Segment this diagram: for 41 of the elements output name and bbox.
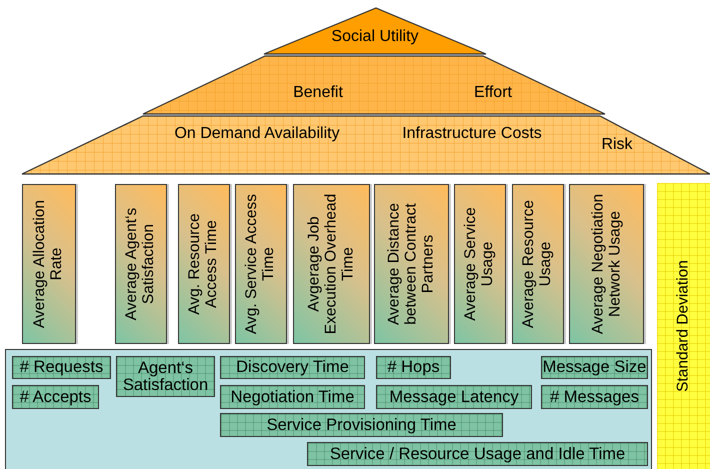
roof-band bbox=[143, 56, 605, 115]
metric-box: Agent‘s Satisfaction bbox=[116, 356, 215, 397]
metric-pillar bbox=[178, 184, 230, 344]
metric-box: Message Latency bbox=[376, 385, 532, 409]
metric-box: Discovery Time bbox=[220, 356, 365, 379]
roof-label: Effort bbox=[473, 84, 513, 102]
pillar-label: Average Resource Usage bbox=[519, 198, 555, 330]
metric-pillar bbox=[235, 184, 287, 344]
metric-pillar bbox=[374, 184, 449, 344]
pillar-label: Average Negotiation Network Usage bbox=[588, 192, 624, 336]
metric-box: Service / Resource Usage and Idle Time bbox=[307, 442, 648, 466]
roof-band bbox=[22, 116, 710, 175]
metric-pillar bbox=[569, 184, 644, 344]
metric-pillar bbox=[22, 184, 76, 344]
roof-label: Benefit bbox=[292, 84, 344, 102]
deviation-column bbox=[657, 183, 710, 469]
roof-label: Social Utility bbox=[330, 28, 420, 46]
metric-box: # Hops bbox=[376, 356, 451, 379]
metrics-panel bbox=[5, 349, 652, 469]
metric-box: Negotiation Time bbox=[220, 385, 365, 409]
pillar-label: Standard Deviation bbox=[673, 259, 692, 394]
roof-triangle bbox=[264, 8, 486, 55]
pillar-label: Average Service Usage bbox=[461, 206, 497, 323]
pillar-label: Avg. Service Access Time bbox=[242, 192, 278, 336]
roof-label: Risk bbox=[600, 136, 634, 154]
metric-box: # Accepts bbox=[12, 385, 99, 409]
metric-box: # Messages bbox=[541, 385, 648, 409]
pillar-label: Average Distance between Contract Partners bbox=[384, 202, 437, 328]
metric-box: Message Size bbox=[541, 356, 648, 379]
pillar-label: Avg. Resource Access Time bbox=[185, 212, 221, 317]
metric-pillar bbox=[454, 184, 506, 344]
metric-box: Service Provisioning Time bbox=[220, 413, 503, 437]
pillar-label: Average Allocation Rate bbox=[30, 198, 66, 330]
pillar-label: Avgerage Job Execution Overhead Time bbox=[304, 192, 357, 336]
metric-pillar bbox=[293, 184, 370, 344]
roof-label: Infrastructure Costs bbox=[402, 125, 542, 144]
metric-box: # Requests bbox=[12, 356, 111, 379]
metric-pillar bbox=[115, 184, 167, 344]
roof-label: On Demand Availability bbox=[173, 125, 341, 144]
metric-pillar bbox=[512, 184, 564, 344]
pillar-label: Average Agent‘s Satisfaction bbox=[122, 206, 158, 322]
